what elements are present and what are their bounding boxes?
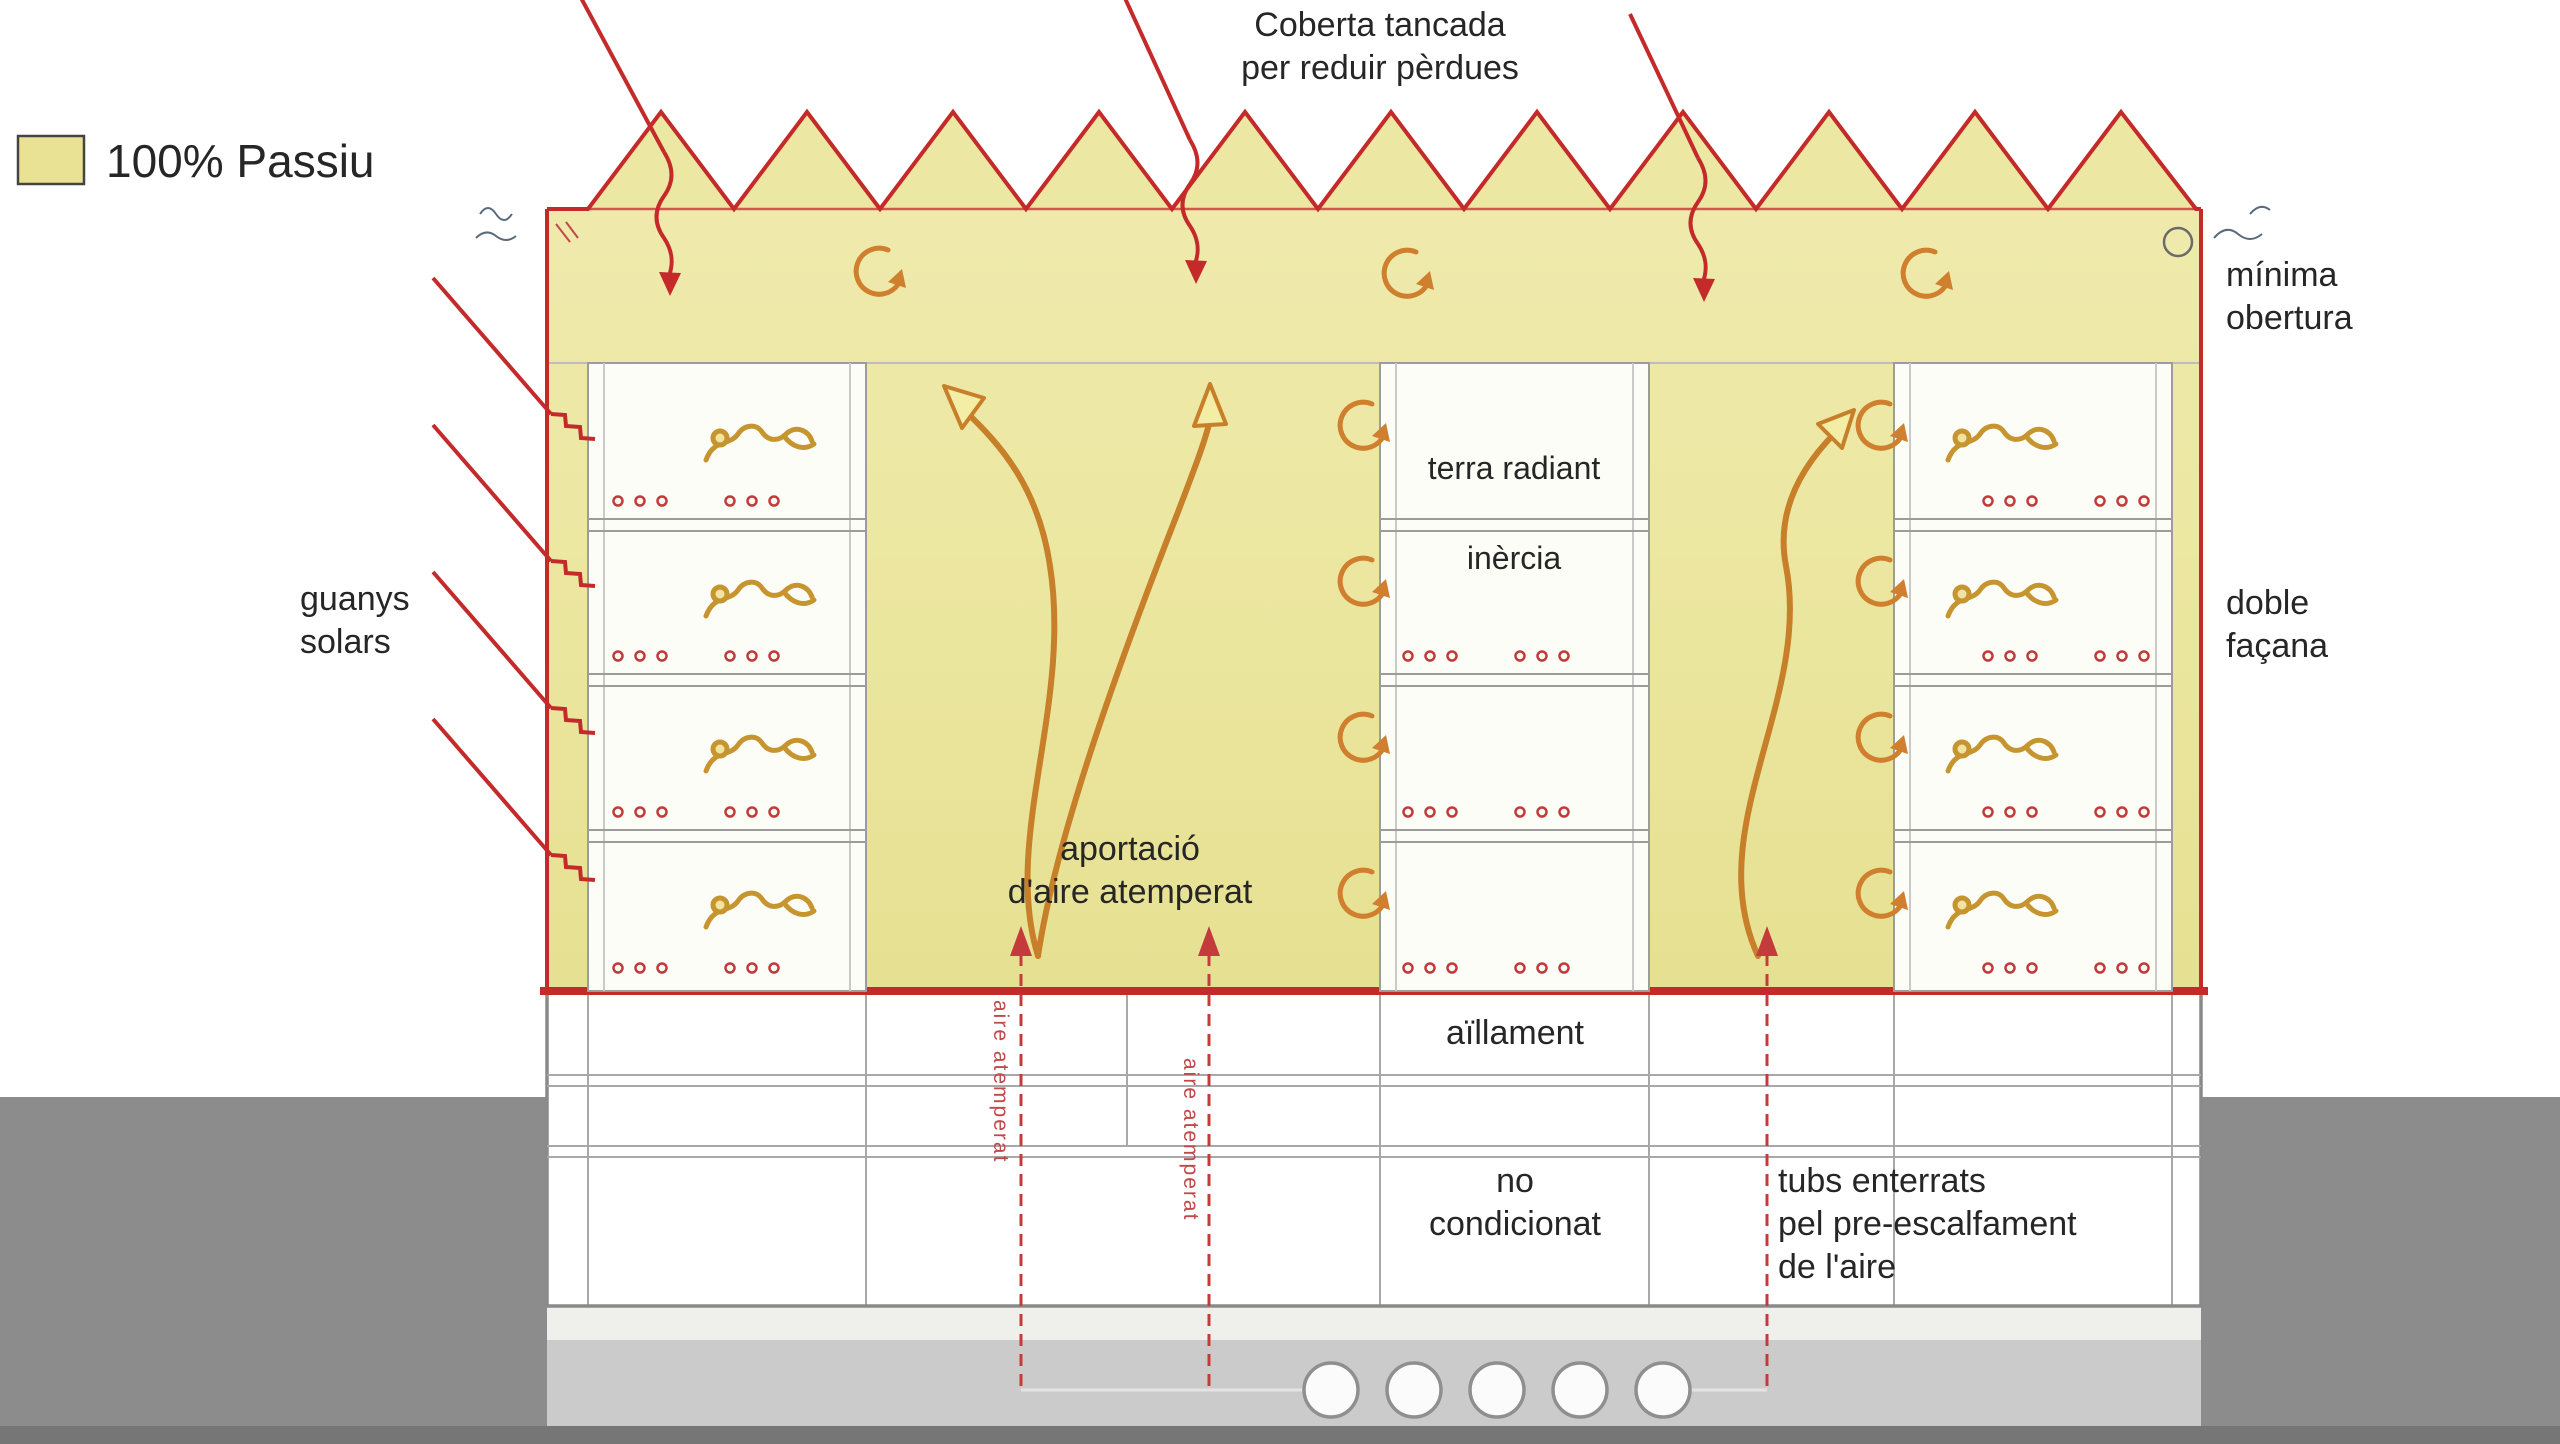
solar-rays-roof [579, 0, 1715, 302]
passive-color-swatch [16, 134, 86, 186]
apartment-stack-right [1893, 362, 2173, 992]
apartment-stack-middle [1379, 362, 1650, 992]
duct-label-left: aire atemperat [989, 1000, 1012, 1164]
roof-annotation: Coberta tancada per reduir pèrdues [1241, 6, 1519, 87]
guanys-solars-label: guanys solars [300, 580, 410, 661]
solar-gain-arrows [431, 276, 596, 882]
minima-obertura-label: mínima obertura [2226, 256, 2353, 337]
basement-floors [545, 991, 2203, 1308]
tubs-enterrats-label: tubs enterrats pel pre-escalfament de l'… [1778, 1162, 2077, 1286]
aportacio-label: aportació d'aire atemperat [1007, 830, 1253, 911]
apartment-stack-left [587, 362, 867, 992]
sawtooth-roof-fill [588, 112, 2196, 209]
doble-facana-label: doble façana [2226, 584, 2329, 665]
inercia-label: inèrcia [1466, 540, 1562, 576]
terra-radiant-label: terra radiant [1427, 450, 1601, 486]
ground [0, 1097, 2560, 1444]
duct-label-right: aire atemperat [1179, 1058, 1202, 1222]
legend-label: 100% Passiu [106, 135, 375, 187]
sawtooth-roof-outline [547, 108, 2201, 213]
corner-scribbles [475, 205, 2271, 258]
legend-swatch [16, 134, 86, 186]
aillament-label: aïllament [1446, 1014, 1584, 1052]
tempered-air-arrows [942, 382, 1856, 959]
no-condicionat-label: no condicionat [1428, 1162, 1601, 1243]
buried-air-tubes [1010, 926, 1778, 1419]
legend: 100% Passiu [16, 134, 375, 188]
